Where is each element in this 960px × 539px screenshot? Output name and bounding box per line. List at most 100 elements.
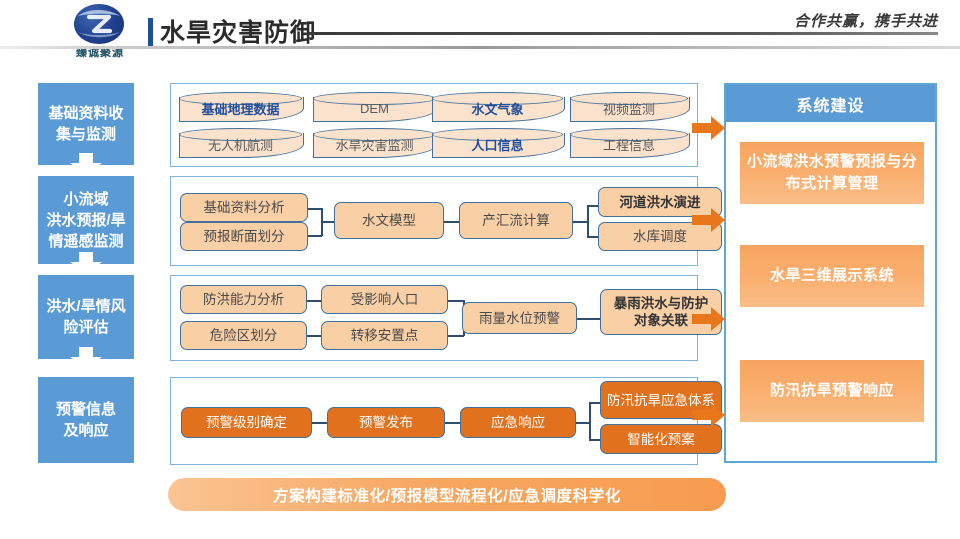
system-item-label: 小流域洪水预警预报与分布式计算管理 xyxy=(746,153,918,192)
stage-label-4: 预警信息及响应 xyxy=(55,401,116,439)
node-label: 防洪能力分析 xyxy=(203,292,284,307)
connector xyxy=(321,221,335,223)
node-box[interactable]: 受影响人口 xyxy=(321,285,448,314)
node-box[interactable]: 危险区划分 xyxy=(180,321,307,350)
row-right-arrow-1 xyxy=(692,115,726,141)
row-right-arrow-2 xyxy=(692,207,726,233)
node-box[interactable]: 河道洪水演进 xyxy=(598,187,722,217)
node-box[interactable]: 预报断面划分 xyxy=(180,222,308,251)
node-label: 预警发布 xyxy=(359,415,413,430)
stage-down-arrow-3 xyxy=(68,347,104,369)
stage-box-4: 预警信息及响应 xyxy=(38,377,134,463)
connector xyxy=(577,318,601,320)
header-slogan: 合作共赢，携手共进 xyxy=(793,13,938,30)
connector xyxy=(442,221,460,223)
node-label: 预报断面划分 xyxy=(203,229,285,244)
connector xyxy=(307,335,321,337)
node-box[interactable]: 应急响应 xyxy=(460,407,576,438)
node-label: 工程信息 xyxy=(602,137,655,153)
header-bottom-rule xyxy=(0,46,960,49)
node-cylinder[interactable]: 无人机航测 xyxy=(179,128,304,158)
connector xyxy=(312,422,327,424)
system-construction-panel: 系统建设 小流域洪水预警预报与分布式计算管理 水旱三维展示系统 防汛抗旱预警响应 xyxy=(724,83,937,463)
connector xyxy=(448,300,464,302)
node-label: 雨量水位预警 xyxy=(479,310,560,326)
node-cylinder[interactable]: 基础地理数据 xyxy=(179,92,304,122)
stage-box-2: 小流域洪水预报/旱情遥感监测 xyxy=(38,176,134,264)
node-label: 预警级别确定 xyxy=(206,415,287,430)
title-accent-bar xyxy=(148,18,153,48)
stage-box-3: 洪水/旱情风险评估 xyxy=(38,275,134,359)
system-item-1[interactable]: 小流域洪水预警预报与分布式计算管理 xyxy=(740,142,924,204)
stage-label-1: 基础资料收集与监测 xyxy=(48,105,124,143)
node-box[interactable]: 预警级别确定 xyxy=(181,407,312,438)
node-cylinder[interactable]: 视频监测 xyxy=(570,92,690,122)
node-label: 基础资料分析 xyxy=(203,200,285,215)
panel-header: 系统建设 xyxy=(726,85,935,122)
node-label: 水文气象 xyxy=(471,101,524,117)
node-box[interactable]: 基础资料分析 xyxy=(180,193,308,222)
node-cylinder[interactable]: 水文气象 xyxy=(432,92,565,122)
node-box[interactable]: 水文模型 xyxy=(334,202,444,239)
system-item-label: 水旱三维展示系统 xyxy=(769,267,894,284)
connector xyxy=(308,235,322,237)
connector xyxy=(589,402,601,404)
system-item-3[interactable]: 防汛抗旱预警响应 xyxy=(740,360,924,422)
row-right-arrow-4 xyxy=(692,402,726,428)
logo-wordmark: 臻诚聚源 xyxy=(48,44,152,60)
node-box[interactable]: 防洪能力分析 xyxy=(180,285,307,314)
node-box[interactable]: 水库调度 xyxy=(598,222,722,251)
stage-label-2: 小流域洪水预报/旱情遥感监测 xyxy=(46,190,126,250)
row-warning: 预警级别确定 预警发布 应急响应 防汛抗旱应急体系 智能化预案 xyxy=(170,377,722,465)
stage-label-3: 洪水/旱情风险评估 xyxy=(46,298,126,336)
system-item-2[interactable]: 水旱三维展示系统 xyxy=(740,245,924,307)
node-label: DEM xyxy=(360,100,389,116)
connector xyxy=(589,439,601,441)
stage-down-arrow-1 xyxy=(68,153,104,175)
node-label: 人口信息 xyxy=(471,137,524,153)
connector xyxy=(572,221,588,223)
node-label: 水旱灾害监测 xyxy=(335,137,414,153)
row-forecast: 基础资料分析 预报断面划分 水文模型 产汇流计算 河道洪水演进 水库调度 xyxy=(170,176,722,266)
connector xyxy=(308,208,322,210)
node-box[interactable]: 转移安置点 xyxy=(321,321,448,350)
connector xyxy=(587,236,599,238)
system-item-label: 防汛抗旱预警响应 xyxy=(769,382,894,399)
connector xyxy=(307,300,321,302)
connector xyxy=(587,205,599,207)
node-cylinder[interactable]: 工程信息 xyxy=(570,128,690,158)
node-cylinder[interactable]: DEM xyxy=(313,92,438,122)
node-label: 无人机航测 xyxy=(207,137,273,153)
node-cylinder[interactable]: 水旱灾害监测 xyxy=(313,128,438,158)
row-right-arrow-3 xyxy=(692,306,726,332)
company-logo: 臻诚聚源 xyxy=(48,4,152,60)
node-label: 受影响人口 xyxy=(350,292,419,307)
node-box[interactable]: 暴雨洪水与防护对象关联 xyxy=(600,289,722,335)
row-data-collection: 基础地理数据 DEM 水文气象 视频监测 无人机航测 水旱灾害监测 人口信息 工… xyxy=(170,83,698,167)
node-box[interactable]: 产汇流计算 xyxy=(459,202,573,239)
node-label: 智能化预案 xyxy=(627,431,695,447)
node-label: 危险区划分 xyxy=(209,328,278,343)
connector xyxy=(587,205,589,237)
stage-box-1: 基础资料收集与监测 xyxy=(38,83,134,165)
node-cylinder[interactable]: 人口信息 xyxy=(432,128,565,158)
node-label: 水文模型 xyxy=(362,213,416,228)
node-label: 视频监测 xyxy=(602,101,655,117)
connector xyxy=(448,335,464,337)
node-label: 基础地理数据 xyxy=(201,101,280,117)
node-label: 防汛抗旱应急体系 xyxy=(607,392,715,408)
stage-down-arrow-2 xyxy=(68,252,104,274)
connector xyxy=(576,422,590,424)
node-label: 水库调度 xyxy=(633,229,687,244)
node-box[interactable]: 智能化预案 xyxy=(600,424,722,454)
node-label: 转移安置点 xyxy=(350,328,419,343)
node-box[interactable]: 预警发布 xyxy=(327,407,445,438)
page-header: 臻诚聚源 水旱灾害防御 合作共赢，携手共进 xyxy=(0,0,960,62)
title-divider-line xyxy=(308,32,938,35)
node-label: 产汇流计算 xyxy=(482,213,550,228)
node-label: 河道洪水演进 xyxy=(619,194,701,210)
connector xyxy=(445,422,461,424)
node-box[interactable]: 雨量水位预警 xyxy=(462,302,577,334)
connector xyxy=(589,402,591,440)
page-title: 水旱灾害防御 xyxy=(160,19,317,47)
